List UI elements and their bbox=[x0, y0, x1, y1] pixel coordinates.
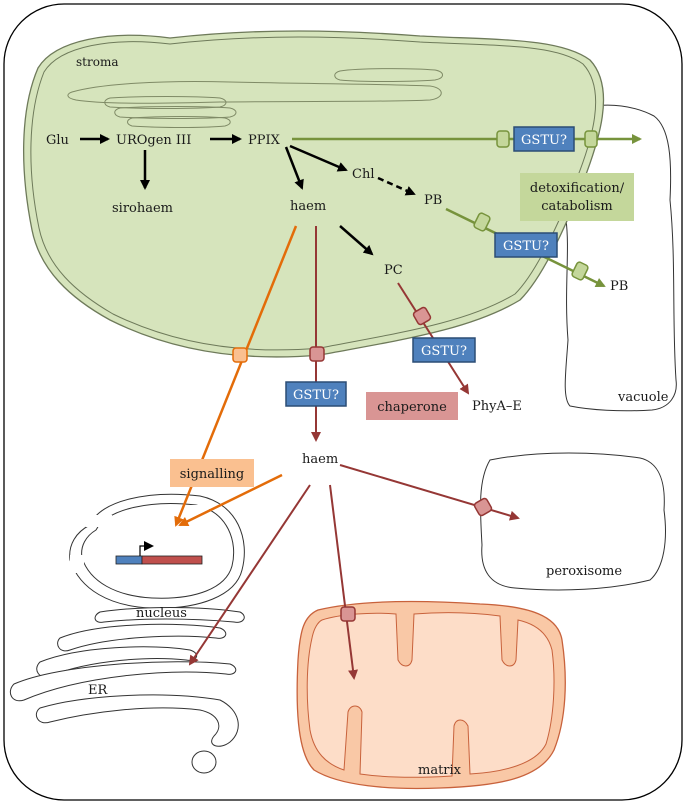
transporter-icon bbox=[584, 130, 598, 148]
label-pb-vacuole: PB bbox=[610, 279, 628, 294]
arrow-chl-pb bbox=[377, 176, 416, 196]
endoplasmic-reticulum bbox=[9, 607, 245, 774]
svg-text:catabolism: catabolism bbox=[541, 199, 612, 214]
thylakoid bbox=[67, 80, 442, 104]
nucleus bbox=[69, 493, 245, 609]
signalling-box: signalling bbox=[170, 459, 254, 487]
svg-text:signalling: signalling bbox=[180, 467, 244, 482]
thylakoid bbox=[127, 116, 231, 128]
label-urogen: UROgen III bbox=[116, 133, 191, 148]
path-haem-mito bbox=[329, 484, 358, 680]
gene-coding-region bbox=[141, 555, 203, 565]
transporter-icon bbox=[309, 346, 325, 362]
label-haem-cytosol: haem bbox=[302, 452, 338, 467]
thylakoid bbox=[334, 68, 443, 82]
transcription-start-arrow bbox=[139, 541, 154, 556]
transporter-icon bbox=[232, 347, 248, 363]
label-ppix: PPIX bbox=[248, 133, 281, 148]
peroxisome-outline bbox=[479, 452, 666, 591]
label-nucleus: nucleus bbox=[136, 606, 187, 621]
label-sirohaem: sirohaem bbox=[112, 201, 173, 216]
gstu-box-haem: GSTU? bbox=[285, 381, 347, 407]
arrow-haem-pc bbox=[339, 225, 374, 256]
label-chl: Chl bbox=[352, 167, 374, 182]
mitochondrion-cristae bbox=[306, 612, 555, 778]
label-glu: Glu bbox=[46, 133, 69, 148]
transporter-icon bbox=[473, 212, 491, 232]
labels: stroma Glu UROgen III PPIX sirohaem Chl … bbox=[46, 55, 669, 778]
gstu-box-top: GSTU? bbox=[513, 126, 575, 152]
svg-text:chaperone: chaperone bbox=[377, 400, 447, 415]
label-er: ER bbox=[88, 683, 108, 698]
biosynthesis-arrows bbox=[80, 134, 416, 256]
chloroplast bbox=[22, 30, 605, 358]
label-pb-plastid: PB bbox=[424, 193, 442, 208]
transporter-icon bbox=[340, 606, 356, 622]
gene bbox=[115, 541, 203, 565]
path-haem-er bbox=[188, 484, 311, 666]
green-transporters bbox=[473, 130, 598, 281]
red-transporters bbox=[309, 306, 493, 622]
arrow-ppix-chl bbox=[289, 144, 348, 172]
svg-text:GSTU?: GSTU? bbox=[503, 239, 549, 254]
svg-text:detoxification/: detoxification/ bbox=[530, 181, 625, 196]
label-pc: PC bbox=[384, 263, 403, 278]
transporter-icon bbox=[496, 130, 510, 148]
transporter-icon bbox=[412, 306, 432, 326]
svg-text:GSTU?: GSTU? bbox=[421, 344, 467, 359]
arrow-ppix-haem bbox=[284, 146, 304, 190]
gstu-box-pc: GSTU? bbox=[412, 337, 476, 363]
path-signalling-nucleus bbox=[178, 473, 283, 527]
label-matrix: matrix bbox=[418, 763, 462, 778]
thylakoid bbox=[114, 106, 237, 119]
detoxification-box: detoxification/ catabolism bbox=[520, 173, 634, 221]
transporter-icon bbox=[571, 261, 589, 281]
label-phya: PhyA–E bbox=[472, 399, 522, 414]
chaperone-box: chaperone bbox=[366, 392, 458, 420]
label-haem-plastid: haem bbox=[290, 199, 326, 214]
mitochondrion bbox=[296, 600, 566, 790]
gstu-box-pb: GSTU? bbox=[494, 232, 558, 258]
label-stroma: stroma bbox=[76, 55, 118, 69]
label-peroxisome: peroxisome bbox=[546, 564, 622, 579]
transporter-icon bbox=[473, 497, 493, 517]
svg-text:GSTU?: GSTU? bbox=[293, 388, 339, 403]
label-vacuole: vacuole bbox=[617, 390, 669, 405]
gene-promoter bbox=[115, 555, 143, 565]
svg-text:GSTU?: GSTU? bbox=[521, 133, 567, 148]
